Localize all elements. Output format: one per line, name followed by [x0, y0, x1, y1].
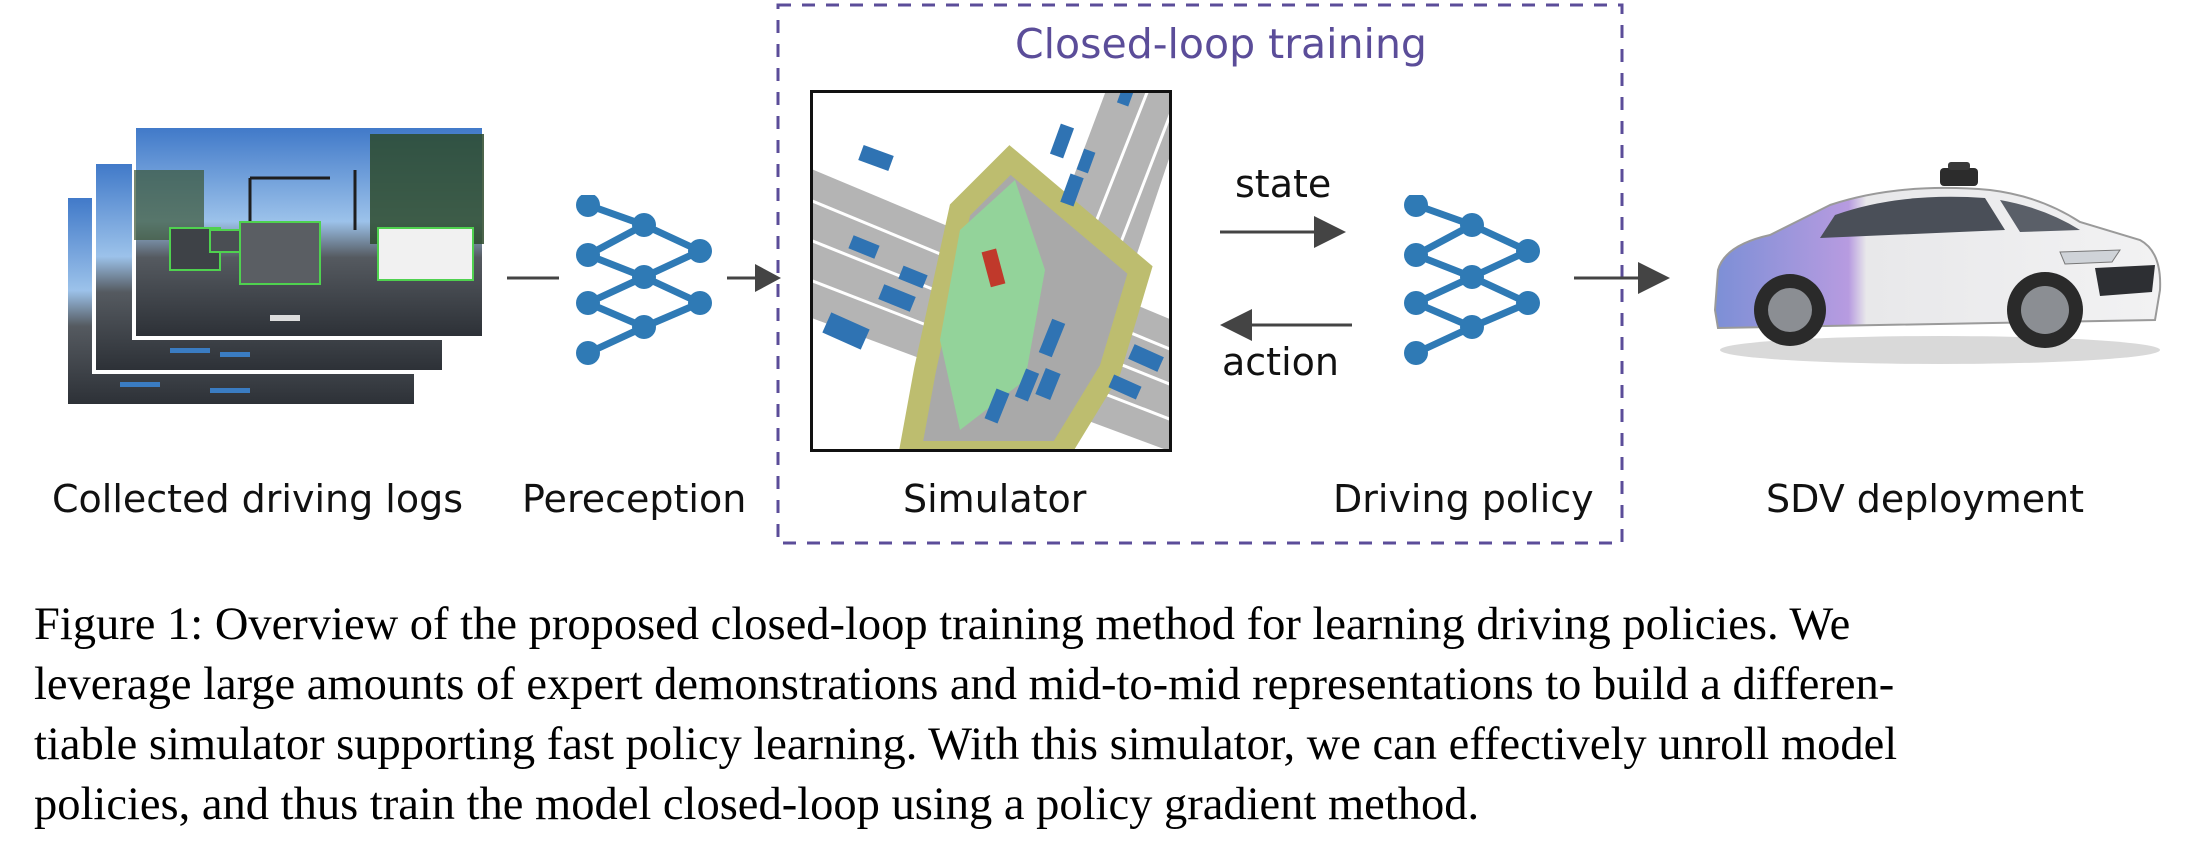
arrow-right [1574, 262, 1670, 294]
state-arrow [1220, 216, 1346, 248]
car-icon [1713, 162, 2162, 364]
caption-line-2: leverage large amounts of expert demonst… [34, 659, 1895, 710]
stage-label-perception: Pereception [522, 477, 747, 521]
caption-line-3: tiable simulator supporting fast policy … [34, 719, 1898, 770]
caption-line-1: Figure 1: Overview of the proposed close… [34, 599, 1851, 650]
closed-loop-title: Closed-loop training [1015, 20, 1427, 68]
stage-label-logs: Collected driving logs [52, 477, 464, 521]
birdseye-map-icon [810, 90, 1172, 452]
action-label: action [1222, 340, 1339, 384]
figure-diagram: Closed-loop training [52, 3, 2162, 545]
stage-label-deployment: SDV deployment [1766, 477, 2085, 521]
closed-loop-box [776, 3, 1624, 545]
figure-caption: Figure 1: Overview of the proposed close… [34, 595, 2184, 835]
neural-network-icon [576, 195, 712, 365]
connector-line [507, 276, 559, 280]
state-label: state [1235, 162, 1332, 206]
camera-frames-icon [64, 124, 486, 408]
neural-network-icon [1404, 195, 1540, 365]
action-arrow [1220, 309, 1352, 341]
stage-label-simulator: Simulator [903, 477, 1087, 521]
caption-line-4: policies, and thus train the model close… [34, 779, 1480, 830]
arrow-right [727, 264, 781, 292]
stage-label-policy: Driving policy [1333, 477, 1594, 521]
